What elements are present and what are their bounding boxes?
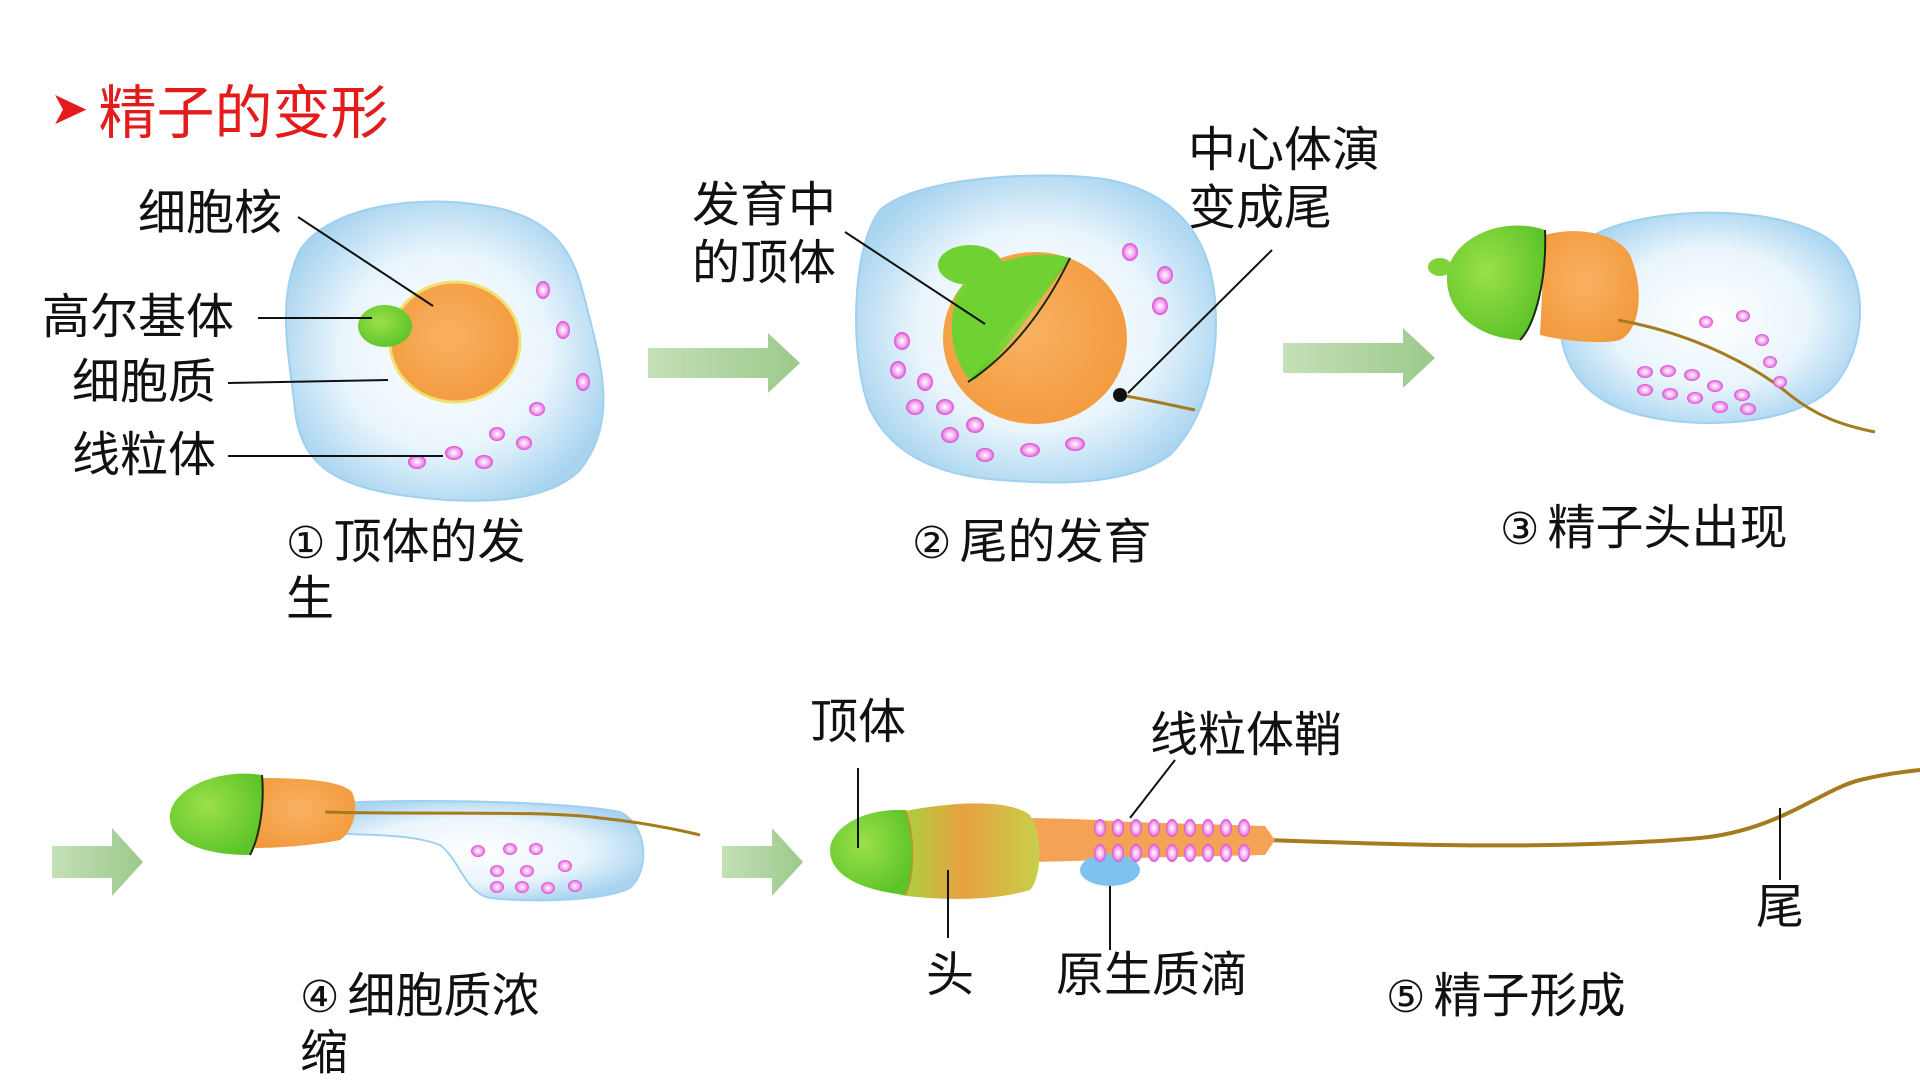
mitochondria-1	[408, 281, 590, 469]
nucleus-3	[1540, 231, 1639, 343]
stage-2-cell	[844, 174, 1273, 484]
step-1-text-line1: 顶体的发	[333, 514, 526, 570]
mitochondrial-sheath-5	[1094, 819, 1250, 862]
stage-4-cell	[169, 773, 701, 902]
mitochondria-2	[890, 243, 1173, 462]
head-5	[900, 803, 1040, 899]
tail-4	[324, 810, 701, 837]
centriole-2	[1113, 388, 1127, 402]
acrosome-3-bulb	[1428, 258, 1452, 276]
acrosome-3	[1446, 225, 1546, 340]
stage-3-cell	[1428, 211, 1876, 434]
acrosome-4	[169, 773, 263, 855]
mitochondria-4	[471, 843, 582, 894]
arrow-1	[648, 333, 800, 393]
step-5-text: 精子形成	[1433, 968, 1626, 1024]
title-text: 精子的变形	[98, 79, 389, 147]
tail-2	[1119, 393, 1196, 412]
stage-1-cell	[227, 200, 605, 502]
label-head: 头	[926, 947, 975, 1003]
tail-3	[1617, 318, 1876, 434]
acrosome-5	[830, 809, 913, 895]
label-protoplasmic-droplet: 原生质滴	[1056, 947, 1249, 1003]
label-acrosome: 顶体	[810, 694, 907, 750]
tail-5	[1264, 768, 1920, 848]
arrow-3	[52, 828, 143, 896]
nucleus-1	[388, 280, 522, 404]
step-4-number: ④	[300, 972, 340, 1023]
arrow-4	[722, 828, 803, 896]
label-mitochondria: 线粒体	[72, 427, 217, 483]
step-5-number: ⑤	[1386, 972, 1426, 1023]
step-3-text: 精子头出现	[1547, 500, 1788, 556]
label-centriole-1: 中心体演	[1188, 122, 1381, 178]
label-mito-sheath: 线粒体鞘	[1150, 707, 1343, 763]
mitochondria-3	[1637, 310, 1787, 415]
arrow-2	[1283, 328, 1435, 388]
step-3-number: ③	[1500, 504, 1540, 555]
page-title: ➤ 精子的变形	[50, 66, 389, 150]
step-2-number: ②	[912, 518, 952, 569]
step-2-text: 尾的发育	[959, 514, 1152, 570]
label-developing-acrosome-2: 的顶体	[692, 235, 837, 291]
label-developing-acrosome-1: 发育中	[692, 177, 837, 233]
step-4-text-line2: 缩	[300, 1024, 349, 1081]
label-nucleus: 细胞核	[138, 185, 283, 241]
midpiece-5	[1020, 818, 1275, 862]
label-centriole-2: 变成尾	[1188, 180, 1333, 236]
acrosome-2-bulb	[938, 245, 1002, 285]
label-golgi: 高尔基体	[42, 289, 235, 345]
step-1-text-line2: 生	[286, 570, 335, 627]
golgi-1	[358, 305, 412, 347]
nucleus-4	[255, 778, 356, 848]
step-4-text-line1: 细胞质浓	[347, 968, 540, 1024]
stage-5-sperm	[830, 759, 1920, 950]
title-marker-icon: ➤	[50, 81, 89, 135]
label-cytoplasm: 细胞质	[72, 354, 217, 410]
label-tail: 尾	[1756, 879, 1805, 935]
protoplasmic-droplet-5	[1080, 854, 1140, 886]
acrosome-2-main	[951, 254, 1070, 380]
step-1-number: ①	[286, 518, 326, 569]
